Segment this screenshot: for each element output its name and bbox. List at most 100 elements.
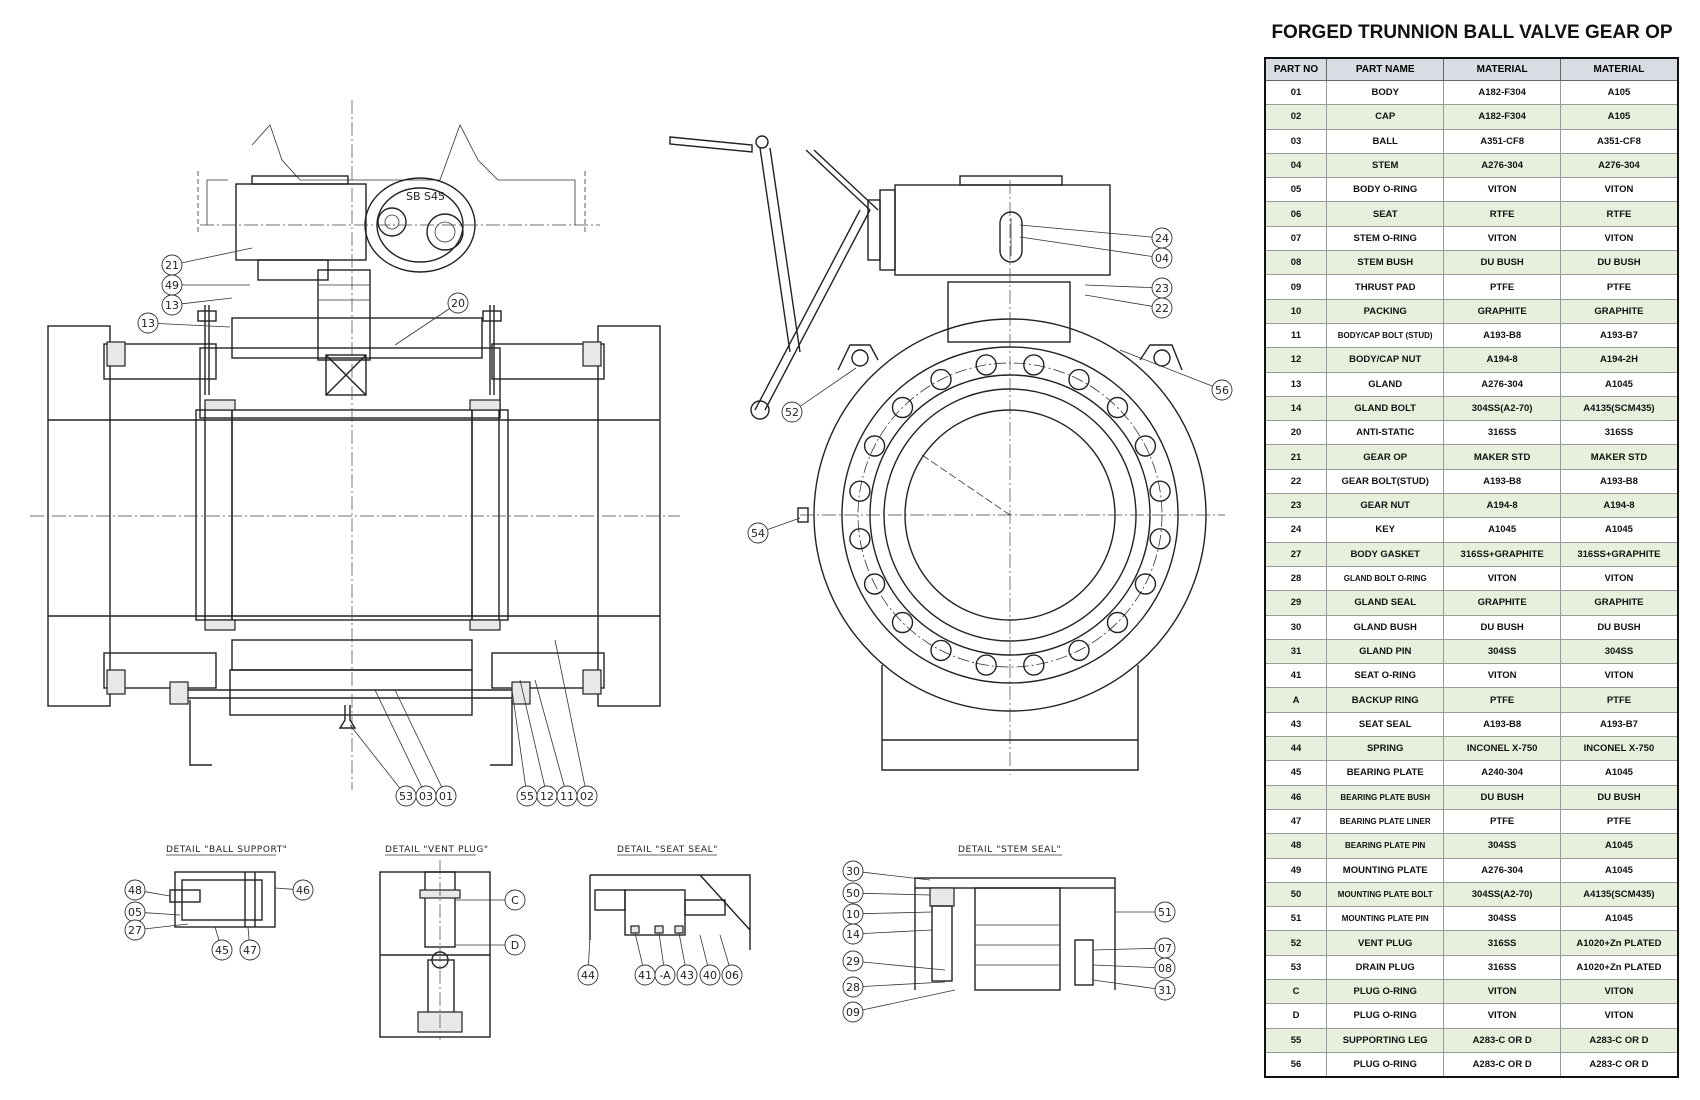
leader-line [1119, 349, 1213, 387]
leader-line [699, 934, 708, 966]
cell-part-no: 51 [1264, 906, 1328, 932]
cell-material-2: A4135(SCM435) [1559, 395, 1679, 422]
cell-material-2: GRAPHITE [1559, 298, 1679, 324]
balloon-circle [842, 1001, 864, 1023]
balloon-label: 21 [165, 259, 179, 272]
balloon-circle [211, 939, 233, 961]
balloon-label: 41 [638, 969, 652, 982]
detail-stem-seal-title: DETAIL "STEM SEAL" [958, 845, 1061, 855]
leader-line [1084, 284, 1153, 288]
balloon-vent-plug: D [455, 934, 526, 956]
balloon-side-view: 11 [534, 679, 578, 807]
leader-line [799, 367, 857, 407]
cell-part-no: 50 [1264, 881, 1328, 908]
balloon-label: 08 [1158, 962, 1172, 975]
balloon-label: 05 [128, 906, 142, 919]
cell-material-1: RTFE [1443, 201, 1561, 227]
bolt-hole [849, 480, 871, 502]
balloon-stem-seal: 09 [842, 989, 956, 1023]
balloon-label: 22 [1155, 302, 1169, 315]
cell-material-1: A283-C OR D [1443, 1051, 1561, 1078]
cell-part-no: A [1264, 687, 1328, 713]
cell-part-no: 06 [1264, 201, 1328, 227]
bolt-hole [1106, 611, 1129, 634]
cell-material-1: A193-B8 [1443, 711, 1561, 738]
bolt-hole [1134, 435, 1157, 457]
balloon-end-view: 52 [781, 367, 857, 423]
cell-material-1: A283-C OR D [1443, 1027, 1561, 1053]
balloon-circle [292, 879, 314, 901]
cell-material-2: 316SS+GRAPHITE [1559, 541, 1679, 567]
leader-line [862, 911, 933, 915]
balloon-circle [124, 879, 146, 901]
cell-material-1: DU BUSH [1443, 784, 1561, 810]
balloon-circle [699, 964, 721, 986]
cell-material-2: INCONEL X-750 [1559, 736, 1679, 762]
balloon-circle [576, 785, 598, 807]
balloon-circle [654, 964, 676, 986]
cell-part-name: SEAT [1326, 201, 1445, 227]
bolt-hole [849, 528, 871, 550]
balloon-label: 43 [680, 969, 694, 982]
balloon-label: 52 [785, 406, 799, 419]
cell-part-name: GLAND BOLT O-RING [1326, 565, 1445, 592]
balloon-label: 47 [243, 944, 257, 957]
cell-part-no: 41 [1264, 663, 1328, 689]
cell-material-2: A283-C OR D [1559, 1051, 1679, 1078]
balloon-label: 01 [439, 790, 453, 803]
bolt-hole [1023, 354, 1045, 376]
cell-material-2: A193-B7 [1559, 322, 1679, 349]
cell-part-name: STEM O-RING [1326, 225, 1445, 252]
cell-material-1: 304SS(A2-70) [1443, 881, 1561, 908]
cell-material-1: PTFE [1443, 274, 1561, 300]
cell-part-no: 09 [1264, 274, 1328, 300]
cell-part-no: C [1264, 978, 1328, 1005]
balloon-label: 04 [1155, 252, 1169, 265]
leader-line [1019, 224, 1153, 238]
balloon-stem-seal: 10 [842, 903, 933, 925]
cell-material-1: INCONEL X-750 [1443, 736, 1561, 762]
balloon-circle [842, 860, 864, 882]
cell-material-1: A240-304 [1443, 760, 1561, 786]
detail-vent-plug-title: DETAIL "VENT PLUG" [385, 845, 489, 855]
balloon-circle [842, 923, 864, 945]
cell-part-no: 05 [1264, 177, 1328, 203]
cell-part-name: THRUST PAD [1326, 274, 1445, 300]
end-view [669, 135, 1225, 775]
cell-part-no: 49 [1264, 857, 1328, 883]
leader-line [374, 689, 423, 788]
balloon-label: 10 [846, 908, 860, 921]
leader-line [588, 934, 591, 966]
cell-part-name: STEM [1326, 152, 1445, 179]
cell-part-no: 53 [1264, 954, 1328, 980]
cell-material-2: VITON [1559, 177, 1679, 203]
balloon-circle [842, 976, 864, 998]
cell-part-no: 27 [1264, 541, 1328, 567]
cell-material-2: A276-304 [1559, 152, 1679, 179]
bolt-hole [1149, 480, 1171, 502]
balloon-circle [504, 934, 526, 956]
balloon-circle [747, 522, 769, 544]
balloon-label: 13 [165, 299, 179, 312]
cell-material-1: VITON [1443, 177, 1561, 203]
cell-material-1: A1045 [1443, 517, 1561, 543]
balloon-circle [504, 889, 526, 911]
balloon-label: 06 [725, 969, 739, 982]
balloon-stem-seal: 31 [1092, 979, 1176, 1001]
side-section-view: SB S45 [30, 100, 680, 790]
balloon-label: 46 [296, 884, 310, 897]
cell-part-name: PLUG O-RING [1326, 1003, 1445, 1029]
cell-part-no: 48 [1264, 833, 1328, 859]
cell-material-2: A105 [1559, 104, 1679, 130]
detail-seat-seal: DETAIL "SEAT SEAL" [589, 845, 751, 950]
leader-line [144, 923, 189, 930]
cell-material-2: A1045 [1559, 857, 1679, 883]
leader-line [862, 929, 933, 934]
